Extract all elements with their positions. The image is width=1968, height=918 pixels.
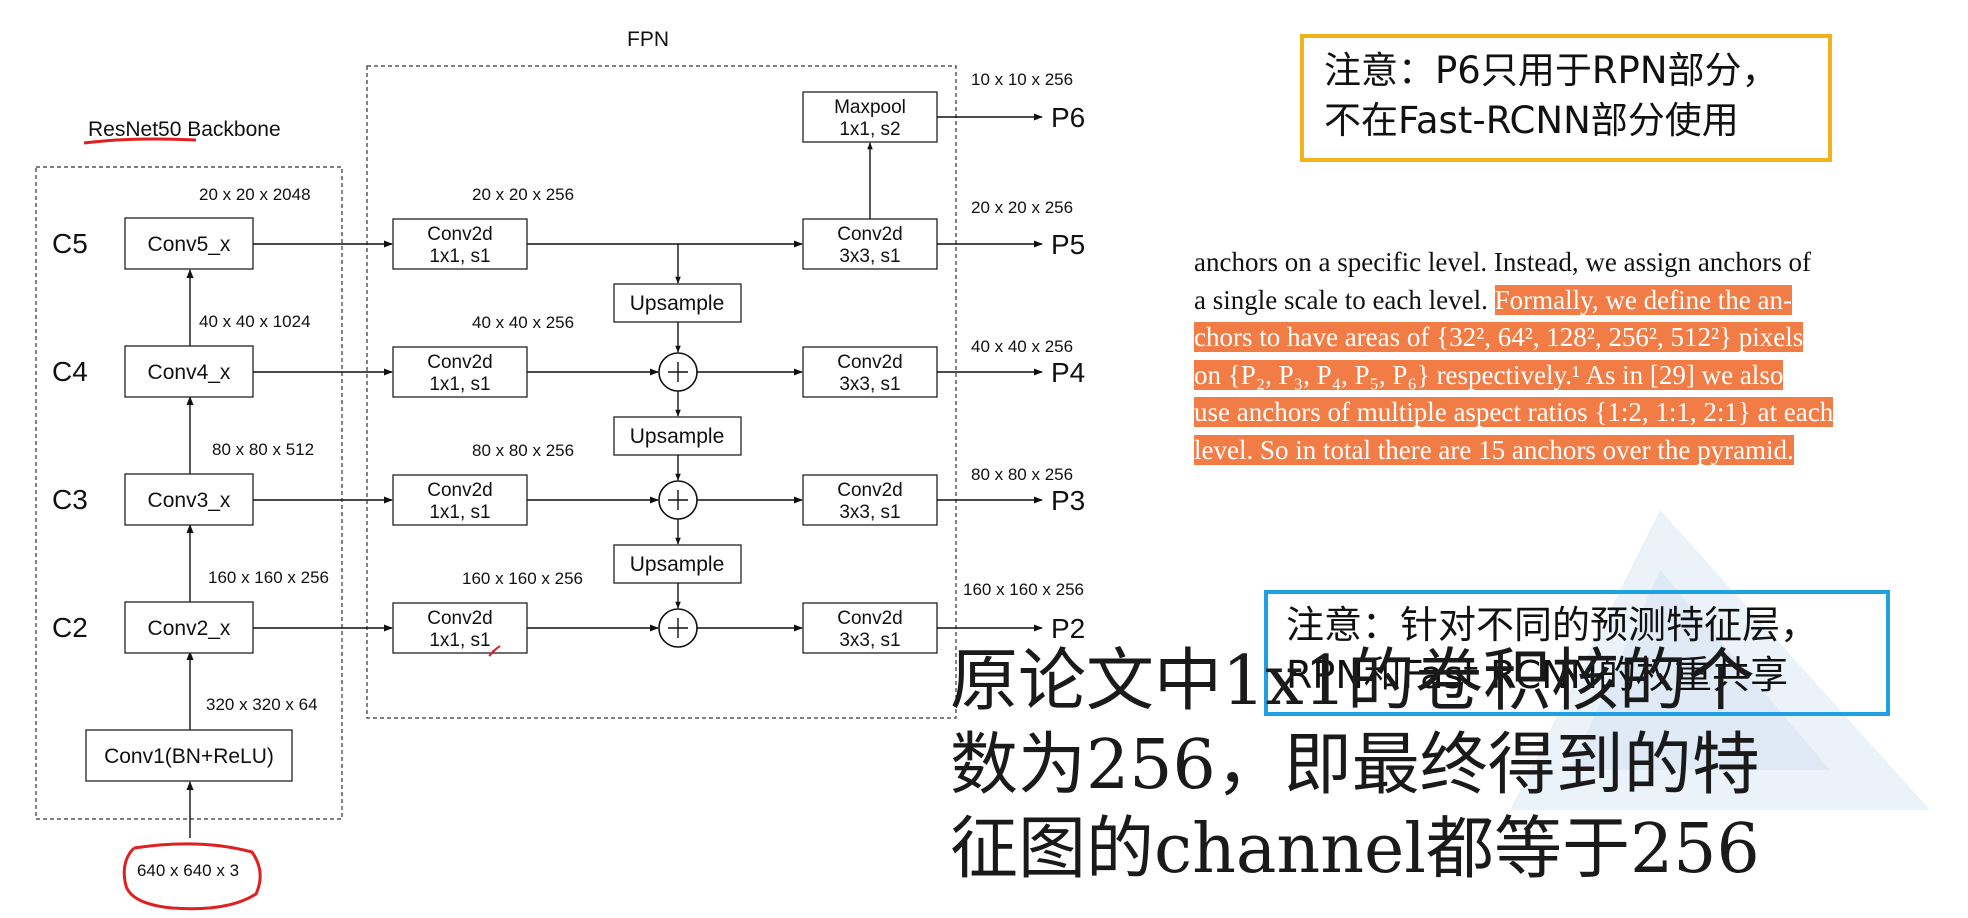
upsample-label-3: Upsample (630, 553, 725, 576)
lateral-conv-c4-line2: 1x1, s1 (429, 374, 490, 395)
p3-label: P3 (1051, 485, 1085, 516)
lateral-conv-c2-line2: 1x1, s1 (429, 630, 490, 651)
p4-label: P4 (1051, 357, 1085, 388)
lateral-conv-c4-box (392, 346, 528, 398)
watermark-triangle-icon (1510, 510, 1930, 810)
conv1-box (85, 729, 293, 782)
smooth-conv-p2-box (802, 602, 938, 654)
smooth-conv-p5-line2: 3x3, s1 (839, 246, 900, 267)
p3-dim: 80 x 80 x 256 (971, 465, 1073, 484)
lateral-conv-c3-line2: 1x1, s1 (429, 502, 490, 523)
lateral-conv-c5-line2: 1x1, s1 (429, 246, 490, 267)
input-dim: 640 x 640 x 3 (137, 861, 239, 880)
conv2-dim: 160 x 160 x 256 (208, 568, 329, 587)
paper-line-1: anchors on a specific level. Instead, we… (1194, 247, 1812, 277)
smooth-conv-p4-line1: Conv2d (837, 352, 903, 373)
paper-line-2: a single scale to each level. Formally, … (1194, 282, 1946, 320)
upsample-box-2 (613, 416, 742, 456)
red-tick-annotation (488, 645, 501, 657)
c3-label: C3 (52, 484, 88, 515)
smooth-conv-p3-box (802, 474, 938, 526)
p6-note-line2: 不在Fast-RCNN部分使用 (1324, 99, 1739, 142)
paper-line-2-highlight: Formally, we define the an- (1494, 284, 1793, 315)
paper-line-5-highlight: use anchors of multiple aspect ratios {1… (1194, 397, 1834, 427)
smooth-conv-p2-line1: Conv2d (837, 608, 903, 629)
conv3-label: Conv3_x (148, 489, 231, 512)
lateral-c5-dim: 20 x 20 x 256 (472, 185, 574, 204)
conv5-box (124, 217, 254, 270)
smooth-conv-p5-box (802, 218, 938, 270)
rpn-note-line1: 注意：针对不同的预测特征层， (1286, 603, 1819, 647)
p2-dim: 160 x 160 x 256 (963, 580, 1084, 599)
lateral-conv-c4-line1: Conv2d (427, 352, 493, 373)
p6-label: P6 (1051, 102, 1085, 133)
subtitle-caption: 原论文中1x1的卷积核的个 数为256，即最终得到的特 征图的channel都等… (950, 640, 1960, 892)
conv4-box (124, 345, 254, 398)
upsample-label-1: Upsample (630, 292, 725, 315)
paper-line-6: level. So in total there are 15 anchors … (1194, 432, 1946, 470)
lateral-conv-c3-line1: Conv2d (427, 480, 493, 501)
upsample-box-1 (613, 283, 742, 323)
smooth-conv-p3-line1: Conv2d (837, 480, 903, 501)
fpn-title: FPN (627, 28, 669, 51)
rpn-note: 注意：针对不同的预测特征层， RPN和Fast RCNN的权重共享 (1264, 590, 1890, 716)
lateral-c4-dim: 40 x 40 x 256 (472, 313, 574, 332)
conv2-label: Conv2_x (148, 617, 231, 640)
red-underline-annotation (83, 137, 197, 145)
maxpool-line1: Maxpool (834, 97, 906, 118)
caption-line-1: 原论文中1x1的卷积核的个 (950, 642, 1755, 721)
paper-line-4-highlight: on {P₂, P₃, P₄, P₅, P₆} respectively.¹ A… (1194, 359, 1784, 390)
fpn-frame (366, 65, 957, 719)
conv1-label: Conv1(BN+ReLU) (104, 745, 274, 768)
lateral-conv-c3-box (392, 474, 528, 526)
paper-line-3-highlight: chors to have areas of {32², 64², 128², … (1194, 322, 1804, 352)
conv5-label: Conv5_x (148, 233, 231, 256)
p5-dim: 20 x 20 x 256 (971, 198, 1073, 217)
p4-dim: 40 x 40 x 256 (971, 337, 1073, 356)
maxpool-box (802, 91, 938, 143)
red-circle-annotation (122, 842, 262, 911)
smooth-conv-p4-line2: 3x3, s1 (839, 374, 900, 395)
c5-label: C5 (52, 228, 88, 259)
p6-note-line1: 注意：P6只用于RPN部分， (1324, 49, 1779, 92)
paper-line-5: use anchors of multiple aspect ratios {1… (1194, 394, 1946, 432)
conv2-box (124, 601, 254, 654)
paper-line-6-highlight: level. So in total there are 15 anchors … (1194, 434, 1794, 465)
paper-line-2-plain: a single scale to each level. (1194, 284, 1495, 315)
p5-label: P5 (1051, 229, 1085, 260)
backbone-title: ResNet50 Backbone (88, 118, 281, 141)
c2-label: C2 (52, 612, 88, 643)
backbone-frame (35, 166, 343, 820)
conv4-dim: 40 x 40 x 1024 (199, 312, 311, 331)
lateral-conv-c2-box (392, 602, 528, 654)
p6-dim: 10 x 10 x 256 (971, 70, 1073, 89)
conv5-dim: 20 x 20 x 2048 (199, 185, 311, 204)
conv1-dim: 320 x 320 x 64 (206, 695, 318, 714)
lateral-conv-c5-box (392, 218, 528, 270)
lateral-conv-c5-line1: Conv2d (427, 224, 493, 245)
lateral-c3-dim: 80 x 80 x 256 (472, 441, 574, 460)
caption-line-3: 征图的channel都等于256 (950, 810, 1760, 889)
smooth-conv-p2-line2: 3x3, s1 (839, 630, 900, 651)
c4-label: C4 (52, 356, 88, 387)
p6-note: 注意：P6只用于RPN部分， 不在Fast-RCNN部分使用 (1300, 34, 1832, 162)
paper-excerpt: anchors on a specific level. Instead, we… (1194, 244, 1946, 469)
smooth-conv-p3-line2: 3x3, s1 (839, 502, 900, 523)
maxpool-line2: 1x1, s2 (839, 119, 900, 140)
paper-line-3: chors to have areas of {32², 64², 128², … (1194, 319, 1946, 357)
lateral-conv-c2-line1: Conv2d (427, 608, 493, 629)
lateral-c2-dim: 160 x 160 x 256 (462, 569, 583, 588)
smooth-conv-p4-box (802, 346, 938, 398)
caption-line-2: 数为256，即最终得到的特 (950, 726, 1760, 805)
paper-line-4: on {P₂, P₃, P₄, P₅, P₆} respectively.¹ A… (1194, 357, 1946, 395)
smooth-conv-p5-line1: Conv2d (837, 224, 903, 245)
upsample-label-2: Upsample (630, 425, 725, 448)
rpn-note-line2: RPN和Fast RCNN的权重共享 (1286, 653, 1789, 697)
conv4-label: Conv4_x (148, 361, 231, 384)
p2-label: P2 (1051, 613, 1085, 644)
conv3-dim: 80 x 80 x 512 (212, 440, 314, 459)
